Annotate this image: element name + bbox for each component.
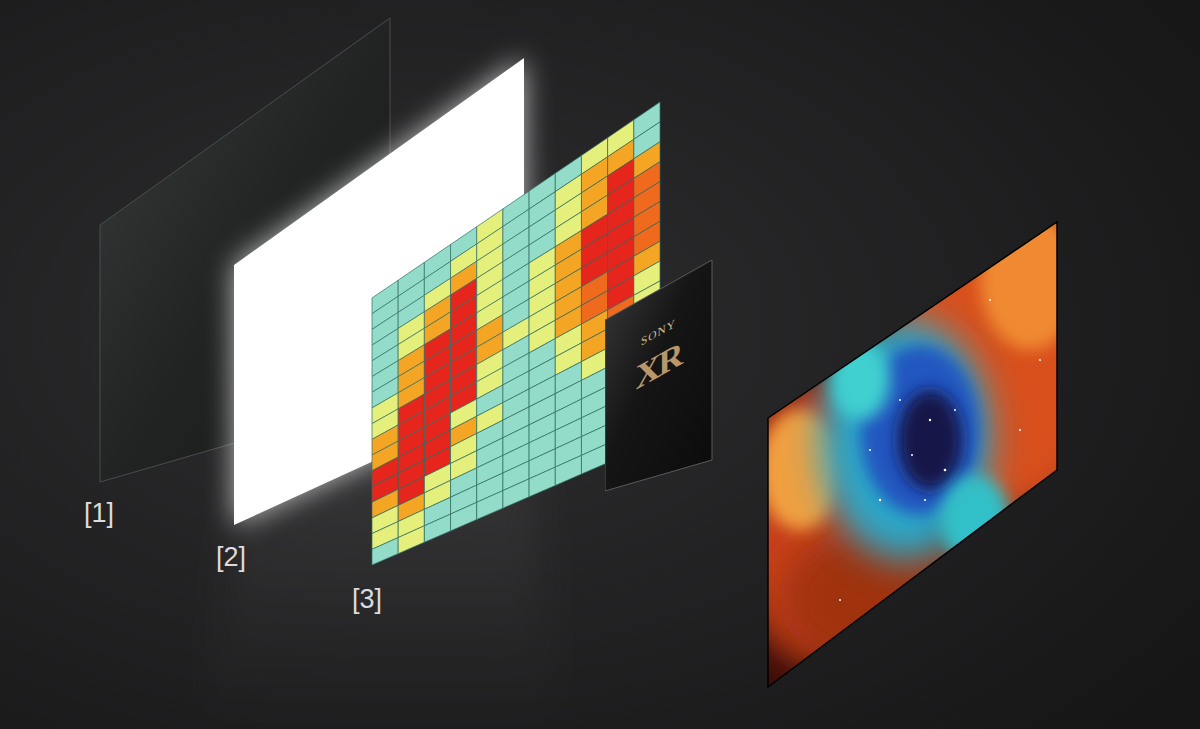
backlight-panel [234, 58, 524, 525]
chip-face [605, 260, 712, 491]
processor-chip: SONYXR [605, 260, 713, 492]
dimming-zone [529, 467, 555, 497]
tv-picture-edge [768, 222, 1057, 687]
tv-picture [730, 200, 1120, 700]
dimming-zone [555, 455, 581, 485]
dimming-zone [451, 502, 477, 531]
dimming-zone [398, 526, 424, 554]
callout-number: [3] [352, 584, 382, 615]
dimming-zone [477, 491, 503, 520]
dimming-zone [503, 479, 529, 508]
dimming-zone [424, 514, 450, 542]
backlight-glow [234, 58, 524, 525]
dimming-zone [372, 538, 398, 565]
dimming-zone [581, 444, 607, 474]
callout-number: [2] [216, 542, 246, 573]
callout-number: [1] [84, 498, 114, 529]
